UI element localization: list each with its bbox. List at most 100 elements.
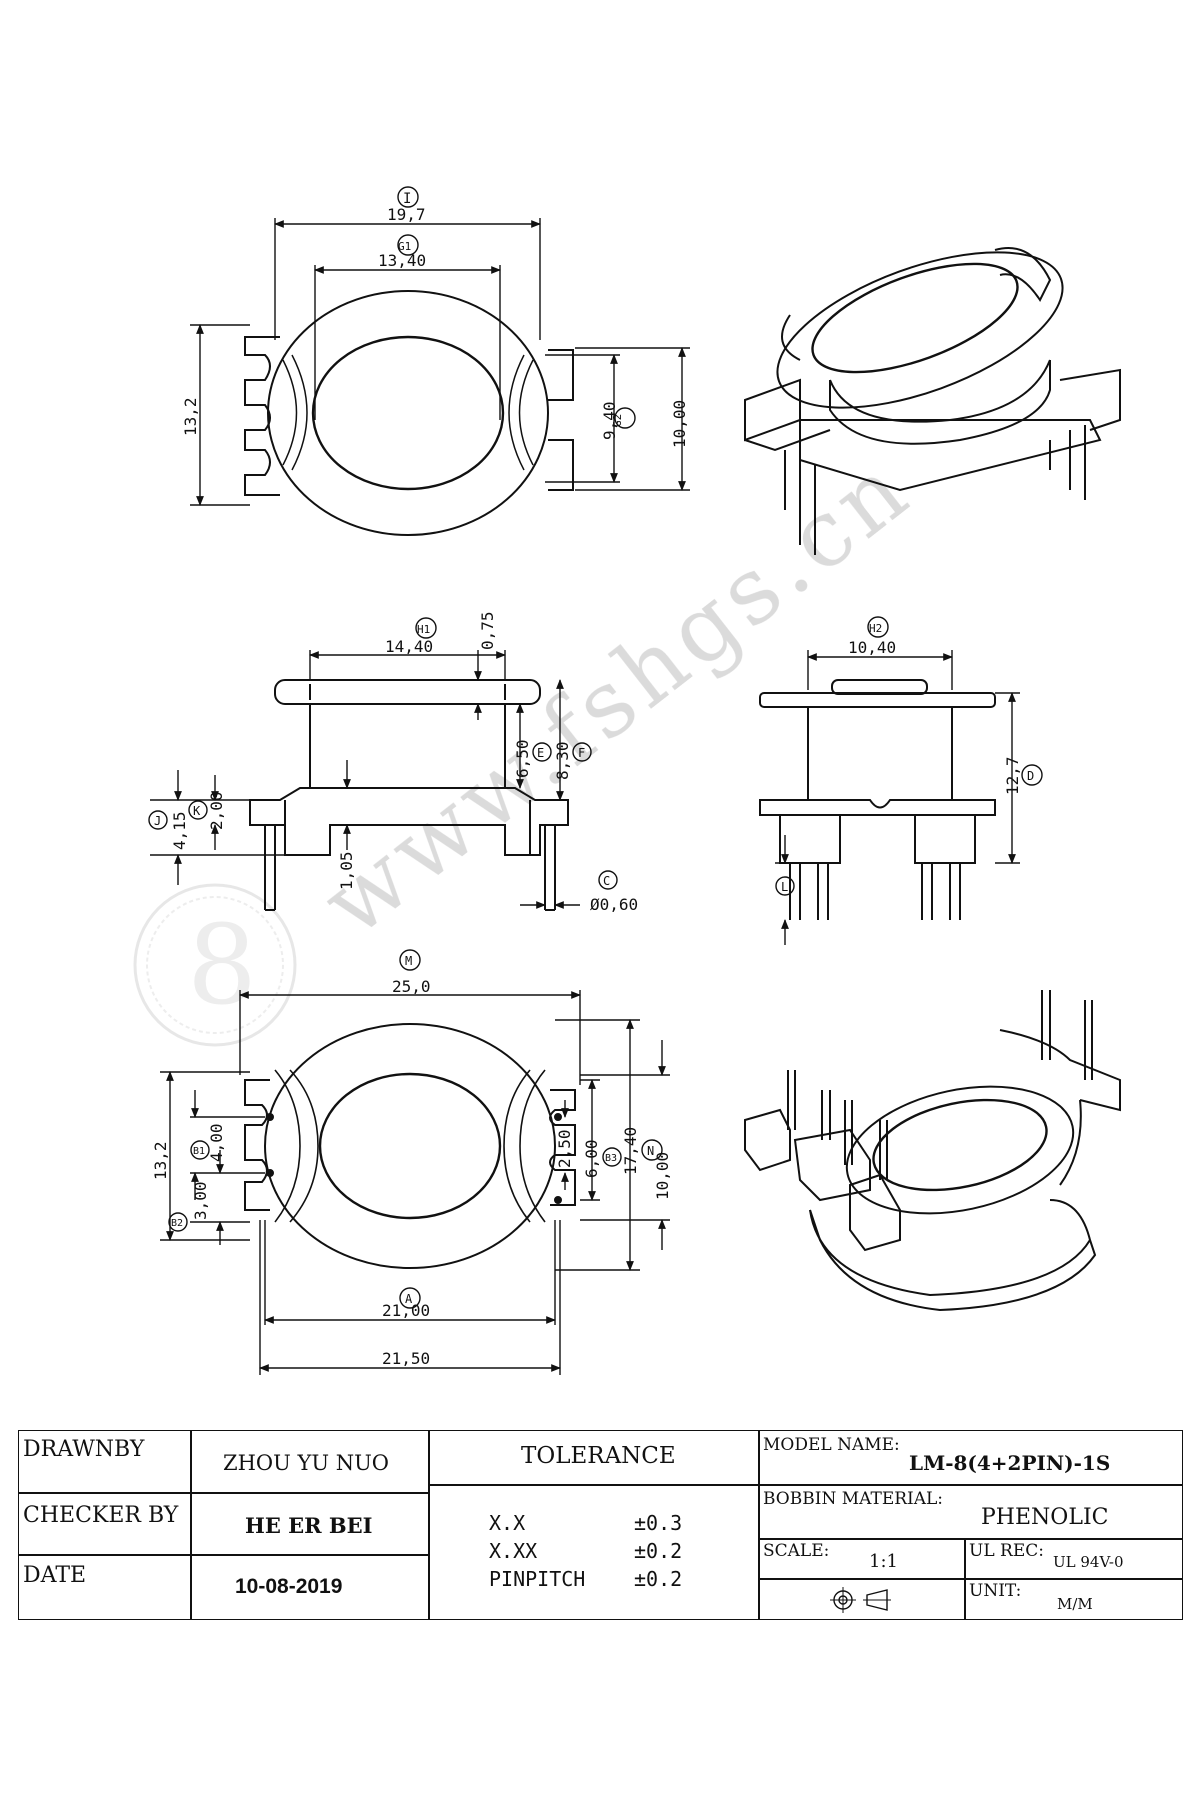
watermark: www.fshgs.cn 8: [133, 434, 931, 1047]
front-view: [759, 679, 996, 920]
label-G2: G2: [611, 414, 624, 427]
side-view: [249, 679, 569, 911]
side-view-labels: H1 14,40 0,75 6,50 E 8,30 F J 4,15 K 2,0…: [148, 611, 638, 914]
dim-M: 25,0: [392, 977, 431, 996]
tol-row-name: X.X: [489, 1511, 526, 1535]
iso-view-bottom: [744, 990, 1121, 1312]
dim-H1: 14,40: [385, 637, 433, 656]
label-G1: G1: [398, 240, 411, 253]
label-D: D: [1027, 769, 1034, 783]
scale-label: SCALE:: [763, 1541, 830, 1561]
checker-label: CHECKER BY: [23, 1503, 179, 1528]
date-label-cell: DATE: [18, 1554, 192, 1620]
label-H1: H1: [417, 623, 430, 636]
tolerance-header-cell: TOLERANCE: [428, 1430, 760, 1486]
tol-row-value: ±0.2: [634, 1567, 683, 1591]
unit-label: UNIT:: [969, 1581, 1022, 1601]
scale-value: 1:1: [869, 1551, 898, 1572]
top-view-labels: I 19,7 G1 13,40 13,2 9,40 G2 10,00: [181, 186, 689, 448]
checker-value: HE ER BEI: [245, 1513, 373, 1538]
label-A: A: [405, 1292, 413, 1306]
date-value: 10-08-2019: [235, 1575, 343, 1598]
iso-view-top: [744, 247, 1121, 555]
dim-D: 12,7: [1003, 756, 1022, 795]
dim-6-00: 6,00: [582, 1139, 601, 1178]
dim-A: 21,00: [382, 1301, 430, 1320]
label-B1: B1: [193, 1146, 205, 1157]
ulrec-label: UL REC:: [969, 1541, 1044, 1561]
label-H2: H2: [869, 622, 882, 635]
dim-13-2-top: 13,2: [181, 397, 200, 436]
drawnby-value: ZHOU YU NUO: [223, 1451, 390, 1475]
drawnby-label-cell: DRAWNBY: [18, 1430, 192, 1494]
dim-H2: 10,40: [848, 638, 896, 657]
bottom-view: [244, 1023, 576, 1269]
tol-row-name: PINPITCH: [489, 1567, 586, 1591]
dim-G2: 9,40: [600, 401, 619, 440]
label-N: N: [647, 1144, 654, 1158]
model-cell: MODEL NAME: LM-8(4+2PIN)-1S: [758, 1430, 1183, 1486]
bottom-view-dimensions: [160, 990, 670, 1375]
unit-cell: UNIT: M/M: [964, 1578, 1183, 1620]
label-I: I: [403, 191, 411, 207]
dim-10-00-top: 10,00: [670, 400, 689, 448]
label-K: K: [193, 804, 201, 818]
checker-value-cell: HE ER BEI: [190, 1492, 430, 1556]
material-cell: BOBBIN MATERIAL: PHENOLIC: [758, 1484, 1183, 1540]
bottom-view-labels: M 25,0 13,2 B1 4,00 B2 3,00 2,50 6,00 B3…: [151, 949, 672, 1368]
top-view-dimensions: [190, 218, 690, 506]
drawnby-label: DRAWNBY: [23, 1437, 145, 1462]
projection-symbol-icon: [830, 1587, 891, 1613]
technical-drawing: www.fshgs.cn 8: [133, 186, 1121, 1375]
material-label: BOBBIN MATERIAL:: [763, 1489, 944, 1509]
tol-row-name: X.XX: [489, 1539, 538, 1563]
dim-0-75: 0,75: [478, 611, 497, 650]
watermark-logo: 8: [133, 883, 297, 1047]
model-label: MODEL NAME:: [763, 1435, 900, 1455]
front-view-dimensions: [775, 650, 1020, 945]
dim-13-2-bottom: 13,2: [151, 1141, 170, 1180]
date-label: DATE: [23, 1563, 87, 1588]
tol-row-value: ±0.2: [634, 1539, 683, 1563]
dim-N: 17,40: [621, 1127, 640, 1175]
checker-label-cell: CHECKER BY: [18, 1492, 192, 1556]
label-M: M: [405, 954, 412, 968]
dim-2-50: 2,50: [555, 1129, 574, 1168]
front-view-labels: H2 10,40 12,7 D L: [775, 616, 1043, 896]
label-B2: B2: [171, 1218, 183, 1229]
dim-G1: 13,40: [378, 251, 426, 270]
material-value: PHENOLIC: [981, 1505, 1109, 1530]
dim-B1: 4,00: [207, 1123, 226, 1162]
title-block: DRAWNBY ZHOU YU NUO CHECKER BY HE ER BEI…: [18, 1430, 1183, 1620]
dim-21-50: 21,50: [382, 1349, 430, 1368]
tol-row-value: ±0.3: [634, 1511, 683, 1535]
side-view-dimensions: [150, 650, 580, 909]
label-L: L: [781, 880, 788, 894]
dim-10-00-bottom: 10,00: [653, 1152, 672, 1200]
scale-cell: SCALE: 1:1: [758, 1538, 966, 1580]
dim-K: 2,00: [207, 791, 226, 830]
top-view: [244, 290, 574, 536]
label-F: F: [578, 746, 585, 760]
dim-1-05: 1,05: [337, 851, 356, 890]
label-B3: B3: [605, 1153, 617, 1164]
projection-symbol-cell: [758, 1578, 966, 1620]
dim-E: 6,50: [513, 739, 532, 778]
label-E: E: [537, 746, 544, 760]
dim-F: 8,30: [553, 741, 572, 780]
dim-B2: 3,00: [191, 1181, 210, 1220]
ulrec-value: UL 94V-0: [1053, 1553, 1124, 1571]
date-value-cell: 10-08-2019: [190, 1554, 430, 1620]
ulrec-cell: UL REC: UL 94V-0: [964, 1538, 1183, 1580]
label-J: J: [154, 814, 161, 828]
model-value: LM-8(4+2PIN)-1S: [909, 1451, 1111, 1475]
drawnby-value-cell: ZHOU YU NUO: [190, 1430, 430, 1494]
label-C: C: [603, 874, 610, 888]
dim-J: 4,15: [170, 811, 189, 850]
dim-I: 19,7: [387, 205, 426, 224]
unit-value: M/M: [1057, 1595, 1093, 1613]
tolerance-body-cell: X.X ±0.3 X.XX ±0.2 PINPITCH ±0.2: [428, 1484, 760, 1620]
tolerance-label: TOLERANCE: [521, 1443, 676, 1469]
svg-text:8: 8: [187, 901, 257, 1029]
